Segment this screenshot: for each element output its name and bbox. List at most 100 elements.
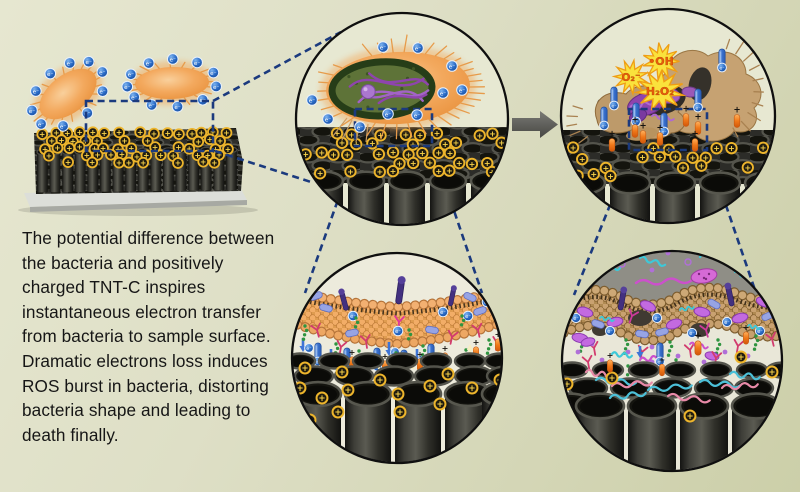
svg-text:+: + (330, 150, 337, 159)
positive-charge-icon: + (197, 155, 210, 168)
svg-text:+: + (116, 128, 122, 137)
svg-text:e⁻: e⁻ (174, 105, 180, 111)
svg-text:+: + (348, 130, 355, 139)
svg-text:+: + (207, 135, 213, 144)
bacterium-fimbriae (725, 38, 764, 138)
svg-text:+: + (84, 151, 90, 160)
leaked-organelle-icon (731, 312, 749, 324)
svg-text:+: + (158, 151, 164, 160)
circle-outline (560, 249, 784, 473)
svg-text:+: + (744, 163, 751, 172)
positive-charge-icon: + (725, 142, 738, 155)
svg-text:e⁻: e⁻ (601, 124, 607, 129)
svg-text:+: + (70, 137, 76, 146)
svg-text:e⁻: e⁻ (611, 104, 617, 109)
positive-charge-icon: + (122, 156, 135, 169)
leaked-organelle-icon (665, 318, 683, 330)
svg-text:+: + (170, 152, 176, 161)
zoom-region-outline (84, 99, 215, 153)
svg-text:+: + (76, 128, 82, 137)
receptor-icon (733, 338, 745, 354)
svg-text:+: + (89, 158, 95, 167)
description-line: from bacteria to sample surface. (22, 326, 271, 347)
svg-text:+: + (94, 137, 100, 146)
svg-text:+: + (590, 170, 597, 179)
receptor-icon (765, 331, 776, 347)
leaked-molecule-icon (675, 353, 681, 359)
electron-icon: e⁻ (82, 55, 95, 68)
electron-icon: e⁻ (717, 62, 727, 73)
svg-text:+: + (101, 129, 107, 138)
svg-text:+: + (394, 389, 401, 399)
description-line: Dramatic electrons loss induces (22, 350, 268, 371)
positive-charge-icon: + (341, 148, 354, 161)
positive-charge-icon: + (98, 127, 111, 139)
membrane-protein-icon (635, 329, 649, 339)
nanotube (608, 171, 652, 222)
svg-text:+: + (495, 330, 502, 339)
dna-fragment-icon (646, 383, 693, 392)
svg-text:+: + (225, 145, 231, 154)
electron-icon: e⁻ (412, 42, 424, 54)
svg-text:+: + (489, 168, 496, 177)
electron-icon: e⁻ (686, 327, 698, 339)
dna-fragment-icon (599, 315, 615, 323)
positive-charge-icon: + (441, 367, 455, 381)
charge-pillar-icon: + (607, 351, 613, 373)
positive-charge-icon: + (341, 383, 355, 397)
positive-charge-icon: + (686, 151, 699, 164)
ros-label-superoxide: O₂⁻ (621, 72, 640, 84)
electron-icon: e⁻ (125, 68, 137, 81)
svg-text:+: + (743, 323, 750, 332)
svg-text:+: + (53, 128, 59, 137)
bacterium-fimbriae (315, 64, 354, 127)
magnified-view-bacteria-contact: ++++++++++++++++++++++++++++++++++++++ e… (294, 11, 510, 227)
dna-fragment-icon (728, 370, 761, 381)
svg-text:+: + (194, 151, 200, 160)
ros-label-peroxide: H₂O₂ (646, 85, 674, 98)
svg-text:+: + (211, 158, 217, 167)
leaked-molecule-icon (587, 278, 593, 284)
svg-text:+: + (563, 379, 570, 389)
electron-icon: e⁻ (599, 120, 609, 131)
receptor-icon (310, 322, 321, 338)
svg-text:+: + (570, 143, 577, 152)
svg-text:+: + (607, 172, 614, 181)
svg-text:e⁻: e⁻ (661, 130, 667, 135)
svg-text:+: + (694, 113, 701, 123)
nanotube-opening (699, 361, 733, 379)
positive-charge-icon: + (148, 127, 160, 140)
positive-charge-icon: + (465, 157, 479, 171)
positive-charge-icon: + (373, 373, 387, 387)
receptor-icon (683, 343, 695, 358)
pili-icon (341, 119, 353, 141)
electron-icon: e⁻ (81, 107, 94, 119)
positive-charge-icon: + (604, 169, 617, 183)
leaked-organelle-icon (690, 268, 718, 284)
svg-text:+: + (659, 355, 665, 364)
dna-strand-icon (368, 72, 430, 86)
electron-icon: e⁻ (96, 85, 109, 97)
transmembrane-protein-icon (724, 282, 735, 307)
zoom-region-outline (627, 107, 709, 152)
leaked-molecule-icon (575, 349, 581, 355)
magnified-view-bacteria-death: +++++++++++++++++++ O₂⁻ •OH H₂O₂ e⁻e⁻e⁻e… (559, 7, 777, 225)
positive-charge-icon: + (192, 135, 205, 148)
svg-text:+: + (410, 159, 417, 168)
leaked-molecule-icon (722, 349, 728, 355)
mechanism-description: The potential difference between the bac… (22, 226, 312, 447)
electron-icon: e⁻ (210, 80, 222, 93)
svg-text:+: + (691, 130, 698, 140)
svg-text:e⁻: e⁻ (99, 70, 105, 76)
svg-text:+: + (608, 373, 615, 383)
positive-charge-icon: + (313, 167, 327, 180)
svg-text:e⁻: e⁻ (395, 329, 401, 335)
svg-text:+: + (390, 167, 397, 176)
leaked-organelle-icon (640, 300, 656, 312)
electron-icon: e⁻ (651, 312, 663, 324)
svg-text:+: + (91, 144, 97, 153)
svg-text:+: + (650, 144, 657, 153)
nanotube-opening (563, 361, 589, 379)
transmembrane-protein-icon (395, 276, 406, 305)
